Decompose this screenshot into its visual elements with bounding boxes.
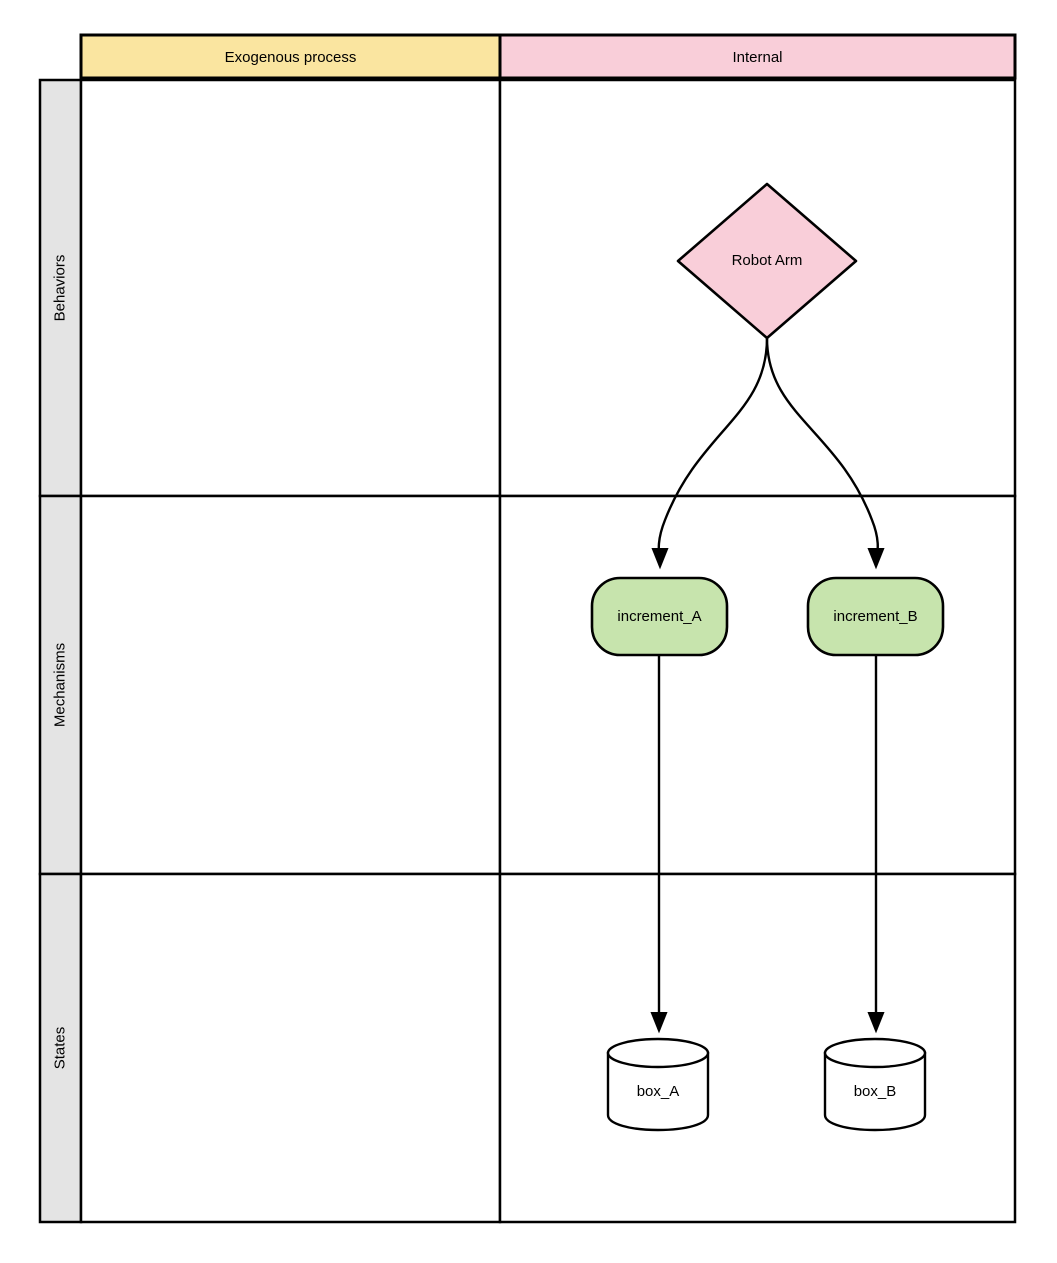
increment-b-shape[interactable]: [806, 576, 945, 657]
row-label-column: Behaviors Mechanisms States: [38, 78, 83, 1224]
row-label-states-text: States: [51, 1027, 68, 1070]
edges-layer: [650, 337, 885, 1034]
robot-arm-diamond-shape[interactable]: [676, 182, 858, 340]
cell-behaviors-exogenous[interactable]: [79, 78, 502, 498]
column-header-exogenous-label: Exogenous process: [225, 49, 357, 66]
increment-a-shape[interactable]: [590, 576, 729, 657]
edge-robotarm-to-incrementa[interactable]: [651, 337, 769, 570]
box-a-cylinder-top: [606, 1037, 710, 1069]
row-label-behaviors-text: Behaviors: [51, 255, 68, 322]
box-a-cylinder-body[interactable]: [606, 1051, 710, 1132]
node-box-a[interactable]: box_A: [606, 1037, 710, 1132]
cell-states-exogenous[interactable]: [79, 872, 502, 1224]
box-b-label: box_B: [854, 1083, 897, 1100]
cell-mechanisms-internal[interactable]: [498, 494, 1017, 876]
box-a-label: box_A: [637, 1083, 680, 1100]
row-label-mechanisms-text: Mechanisms: [51, 643, 68, 727]
lane-grid: [79, 78, 1017, 1224]
cell-states-internal[interactable]: [498, 872, 1017, 1224]
node-increment-a[interactable]: increment_A: [590, 576, 729, 657]
column-header-exogenous[interactable]: [79, 33, 502, 80]
robot-arm-label: Robot Arm: [732, 252, 803, 269]
increment-b-label: increment_B: [833, 608, 917, 625]
increment-a-label: increment_A: [617, 608, 701, 625]
node-increment-b[interactable]: increment_B: [806, 576, 945, 657]
box-b-cylinder-body[interactable]: [823, 1051, 927, 1132]
column-header-row: Exogenous process Internal: [79, 33, 1017, 80]
column-header-internal[interactable]: [498, 33, 1017, 80]
node-box-b[interactable]: box_B: [823, 1037, 927, 1132]
edge-robotarm-to-incrementb[interactable]: [765, 337, 885, 570]
column-header-internal-label: Internal: [732, 49, 782, 66]
cell-mechanisms-exogenous[interactable]: [79, 494, 502, 876]
box-b-cylinder-top: [823, 1037, 927, 1069]
node-robot-arm[interactable]: Robot Arm: [676, 182, 858, 340]
row-label-states[interactable]: [38, 872, 83, 1224]
